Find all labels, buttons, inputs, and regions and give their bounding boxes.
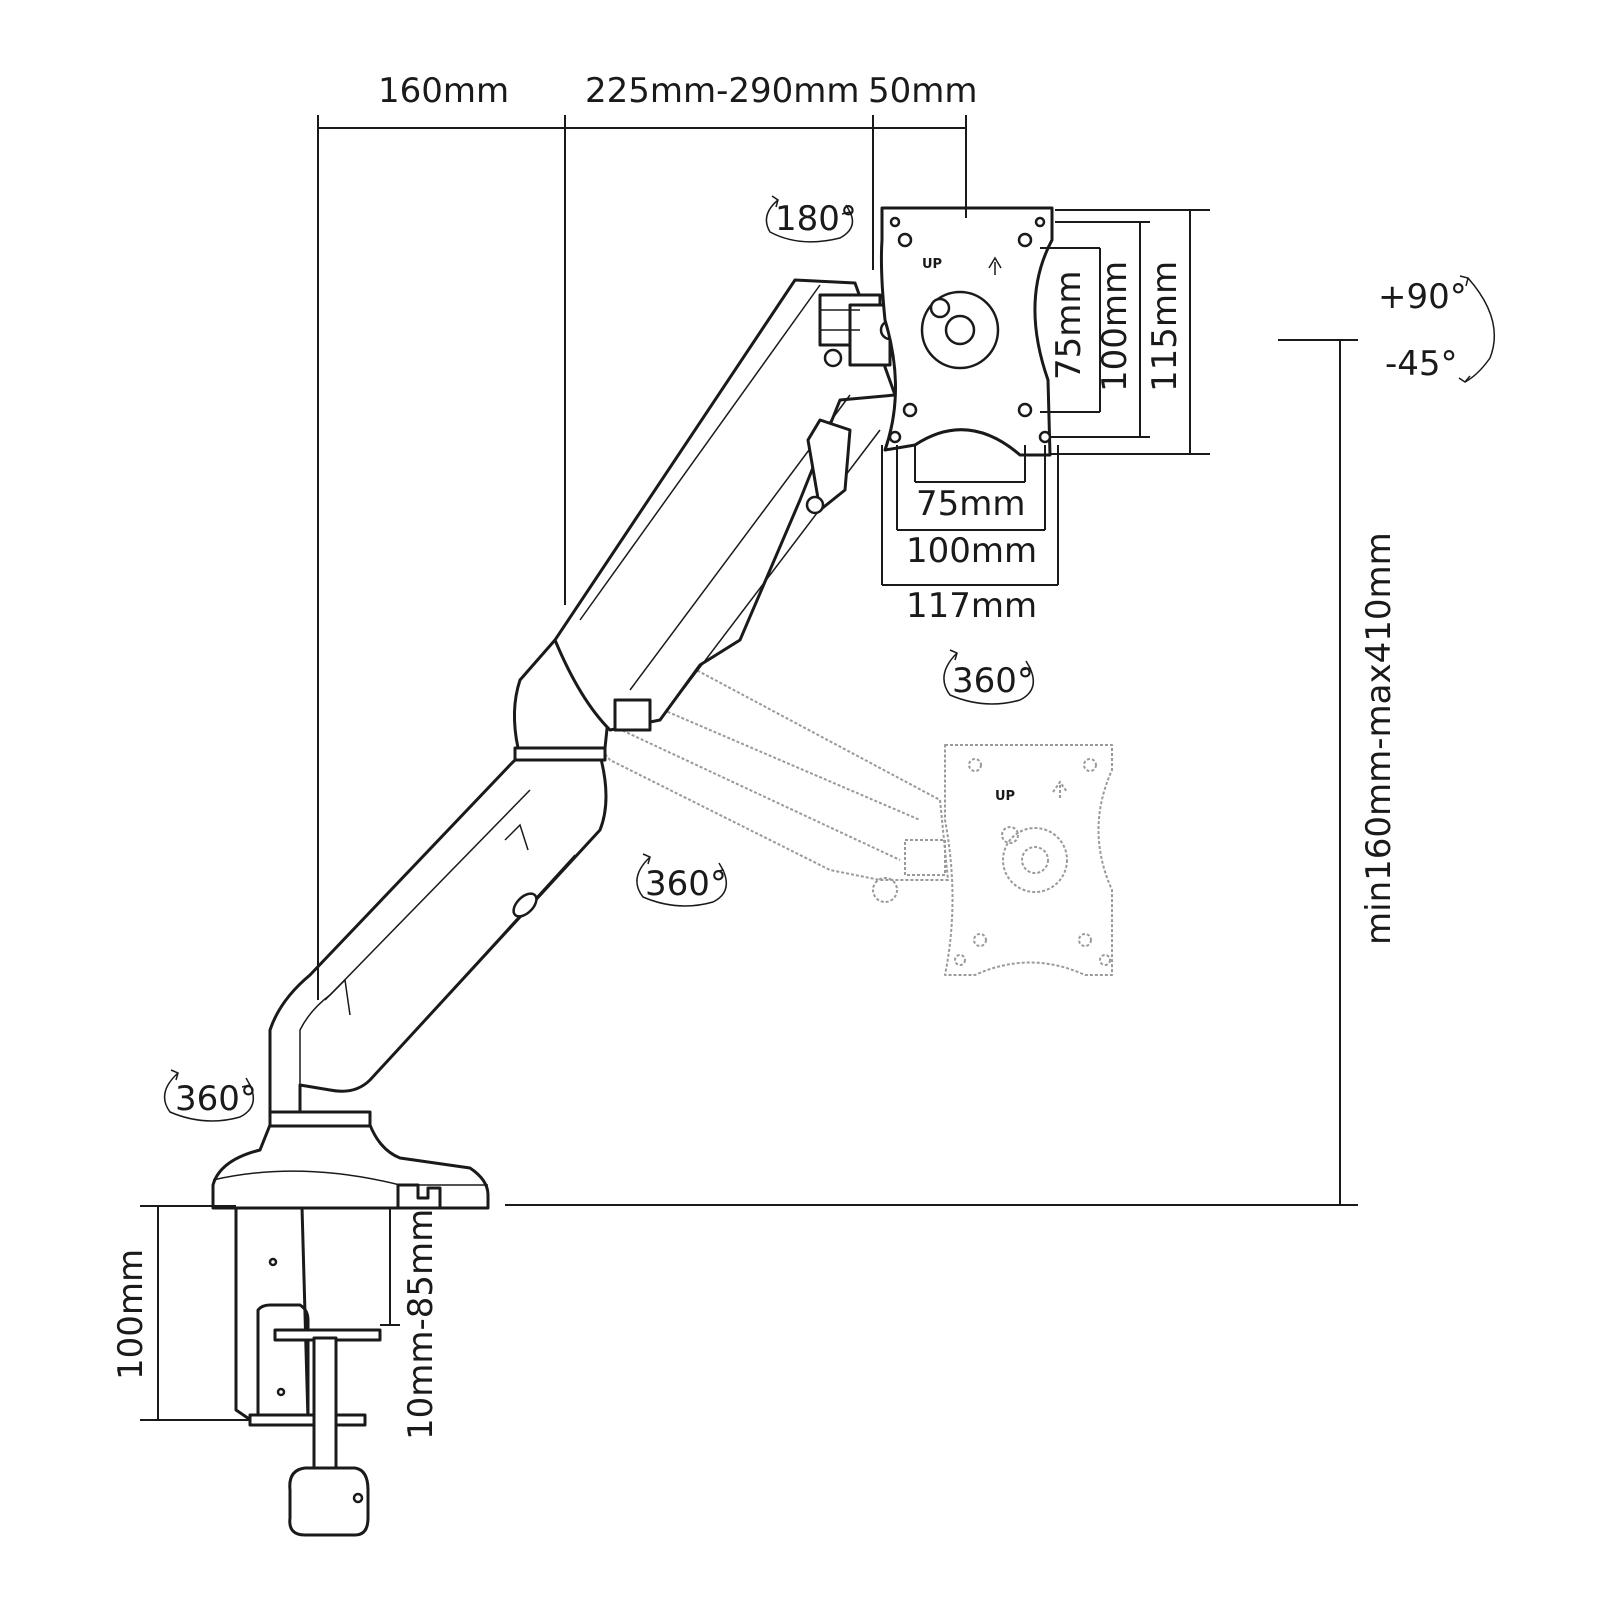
plate-offset-label: 50mm [868,71,978,111]
rotation-arrow-icon [163,1072,255,1122]
plate-width-label: 117mm [906,586,1037,626]
upper-arm [553,278,897,732]
vesa-plate: UP [879,206,1054,457]
base-rotate-label: 360° [175,1079,257,1119]
vesa-h-100-label: 100mm [906,531,1037,571]
up-arrow-icon [1052,780,1068,800]
up-arrow-icon [988,256,1002,275]
desk-clamp [234,1205,382,1537]
height-range-label: min160mm-max410mm [1359,532,1399,945]
dimension-labels: 160mm 225mm-290mm 50mm 75mm 100mm 115mm … [111,71,1399,1440]
ghost-vesa-plate: UP [944,744,1113,976]
elbow-rotate-label: 360° [645,864,727,904]
rotation-base: 360° [163,1069,257,1122]
arm-reach-label: 225mm-290mm [585,71,860,111]
rotation-tilt: +90° -45° [1378,275,1496,384]
lower-arm [268,748,608,1114]
plate-swivel-label: 180° [775,199,857,239]
clamp-height-label: 100mm [111,1249,151,1380]
rotation-arrow-icon [943,652,1035,705]
plate-rotate-label: 360° [952,661,1034,701]
rotation-elbow: 360° [636,853,728,907]
rotation-arrow-icon [1464,277,1496,383]
ghost-up-label: UP [995,789,1015,804]
tilt-up-label: +90° [1378,277,1467,317]
up-label: UP [922,257,942,272]
rotation-arrow-icon [636,856,728,907]
rotation-arrow-icon [765,199,854,243]
dimension-lines [140,115,1358,1421]
desk-thickness-label: 10mm-85mm [401,1209,441,1440]
vesa-v-75-label: 75mm [1049,270,1089,380]
arm-offset-label: 160mm [378,71,509,111]
rotation-plate-swivel: 180° [765,195,857,243]
base [211,1110,490,1210]
vesa-v-100-label: 100mm [1095,261,1135,392]
rotation-plate-rotate: 360° [943,649,1035,705]
plate-height-label: 115mm [1145,261,1185,392]
vesa-h-75-label: 75mm [916,484,1026,524]
tilt-down-label: -45° [1385,344,1458,384]
